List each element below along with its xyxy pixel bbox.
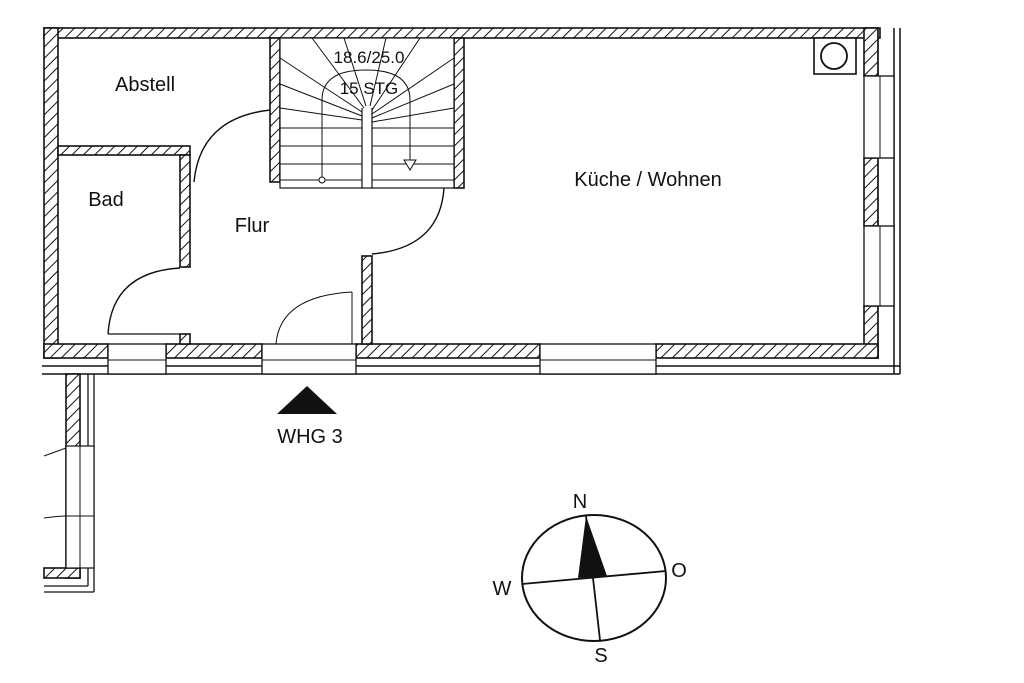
stair-steps-label: 15 STG	[340, 79, 399, 98]
north-needle-icon	[578, 516, 607, 578]
windows	[107, 75, 895, 375]
room-label-kueche-wohnen: Küche / Wohnen	[574, 169, 722, 191]
compass-east: O	[671, 560, 687, 582]
compass-south: S	[594, 645, 607, 667]
stair-ratio-label: 18.6/25.0	[334, 48, 405, 67]
compass-west: W	[493, 578, 512, 600]
room-label-abstell: Abstell	[115, 74, 175, 96]
doors	[107, 109, 445, 345]
compass-rose: N O W S	[493, 491, 687, 667]
chimney-symbol	[813, 37, 857, 75]
room-label-bad: Bad	[88, 189, 124, 211]
outer-walls	[42, 27, 901, 375]
staircase: 18.6/25.0 15 STG	[279, 37, 455, 189]
annex-walls	[43, 373, 95, 593]
entrance-marker: WHG 3	[277, 386, 343, 448]
entrance-label: WHG 3	[277, 426, 343, 448]
room-label-flur: Flur	[235, 215, 270, 237]
compass-north: N	[573, 491, 587, 513]
entrance-arrow-icon	[277, 386, 337, 414]
